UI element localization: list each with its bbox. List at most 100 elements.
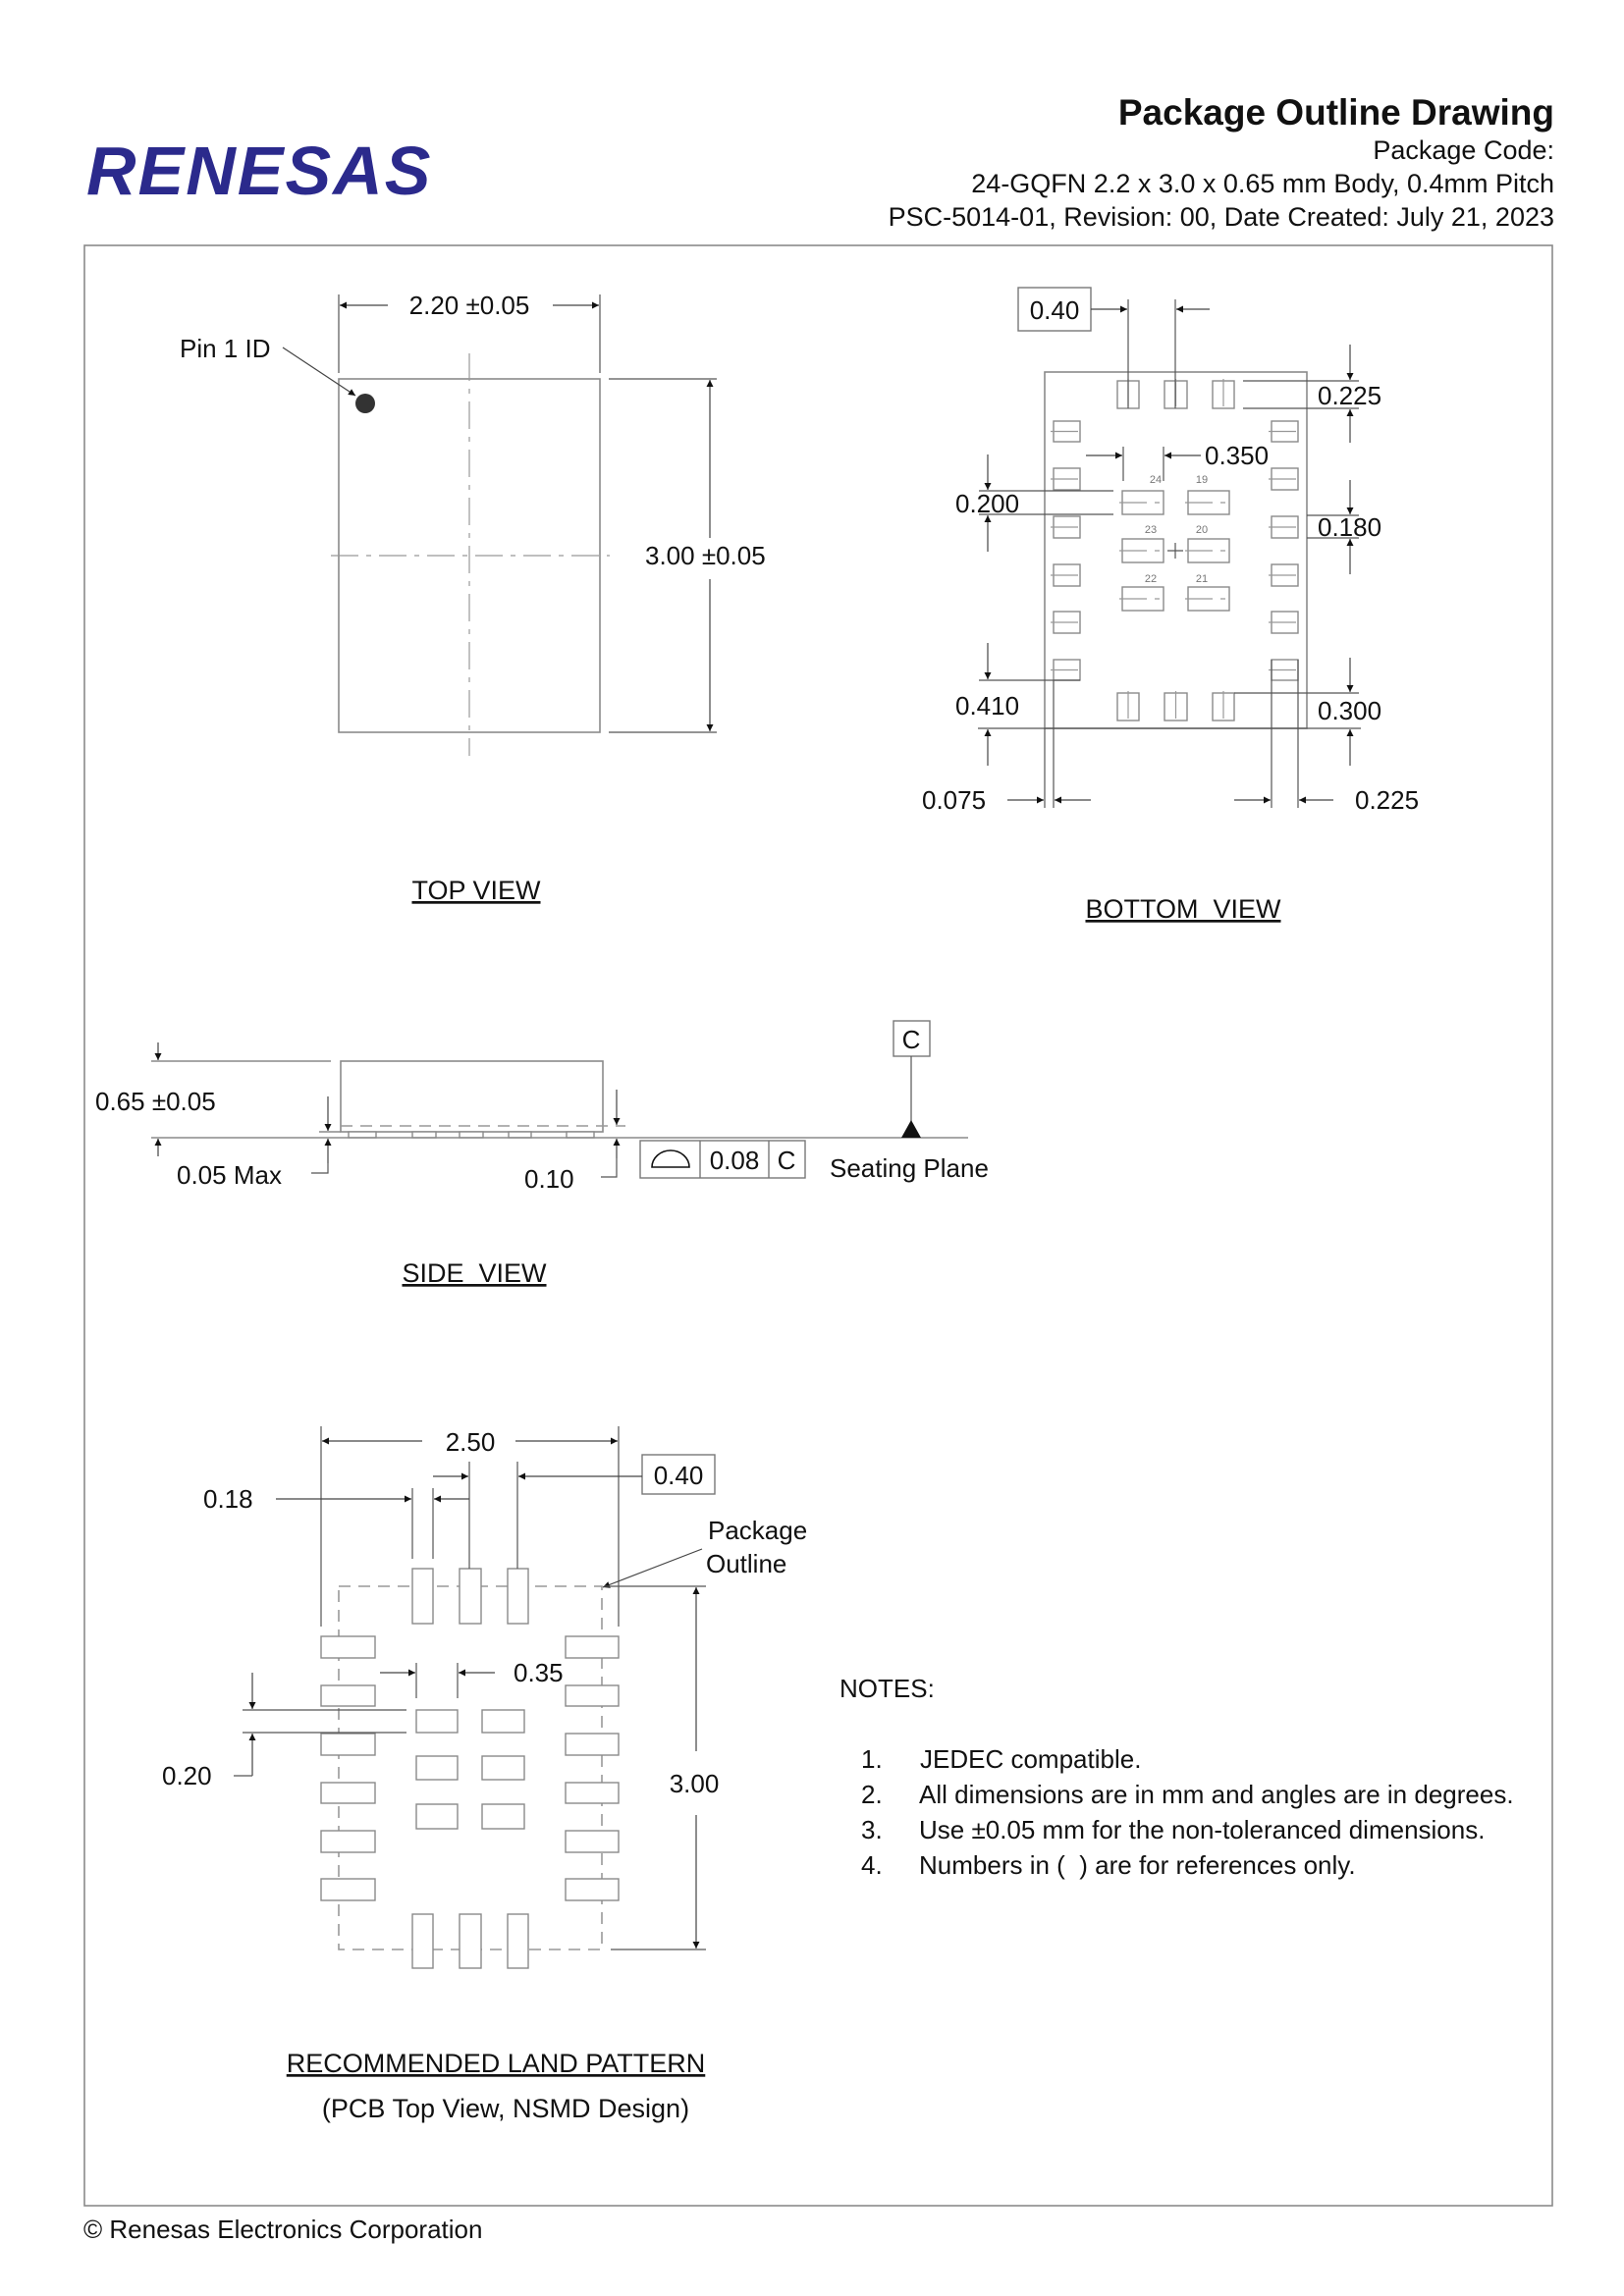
- dim-width: 2.20 ±0.05: [409, 291, 530, 320]
- notes: NOTES: 1. JEDEC compatible. 2. All dimen…: [839, 1674, 1514, 1880]
- land-pad: [411, 1913, 434, 1969]
- note-text: JEDEC compatible.: [920, 1744, 1141, 1774]
- dim-lp-center-gap: 0.35: [514, 1658, 564, 1687]
- package-outline-dashed: [338, 1585, 603, 1950]
- coplanarity-value: 0.08: [710, 1146, 760, 1175]
- land-center-pad: [415, 1803, 459, 1830]
- land-pad: [565, 1733, 620, 1756]
- pin-number: 24: [1150, 474, 1162, 486]
- land-pad: [320, 1635, 376, 1659]
- land-pad: [507, 1913, 529, 1969]
- renesas-logo: RENESAS: [86, 133, 432, 209]
- dim-center-pad-width: 0.200: [955, 489, 1019, 518]
- land-pad: [565, 1635, 620, 1659]
- dim-standoff: 0.05 Max: [177, 1160, 282, 1190]
- side-terminal: [348, 1131, 377, 1139]
- coplanarity-datum: C: [778, 1146, 796, 1175]
- dim-end-offset: 0.410: [955, 691, 1019, 721]
- land-center-pad: [415, 1755, 459, 1781]
- side-view: 0.65 ±0.05 0.05 Max 0.10 0.08 C C Seatin…: [95, 1020, 989, 1288]
- land-pad: [565, 1782, 620, 1804]
- seating-plane-label: Seating Plane: [830, 1153, 989, 1183]
- package-description: 24-GQFN 2.2 x 3.0 x 0.65 mm Body, 0.4mm …: [971, 169, 1554, 198]
- page-title: Package Outline Drawing: [1118, 92, 1554, 133]
- dim-center-gap: 0.350: [1205, 441, 1269, 470]
- land-pad: [507, 1568, 529, 1625]
- note-number: 3.: [861, 1815, 883, 1844]
- dim-side-pad-length: 0.225: [1355, 785, 1419, 815]
- dim-side-pad-width: 0.180: [1318, 512, 1381, 542]
- dim-lp-pad-width: 0.18: [203, 1484, 253, 1514]
- dim-lp-overall-length: 3.00: [670, 1769, 720, 1798]
- pin-number: 22: [1145, 573, 1157, 585]
- top-view: 2.20 ±0.05 Pin 1 ID 3.00 ±0.05 TOP VIEW: [180, 291, 766, 905]
- bottom-view-label: BOTTOM VIEW: [1085, 894, 1281, 924]
- land-pad: [565, 1878, 620, 1901]
- land-pad: [565, 1830, 620, 1853]
- note-text: All dimensions are in mm and angles are …: [919, 1780, 1514, 1809]
- dim-terminal-thickness: 0.10: [524, 1164, 574, 1194]
- pin-number: 19: [1196, 474, 1208, 486]
- document-info: PSC-5014-01, Revision: 00, Date Created:…: [889, 202, 1554, 232]
- note-number: 1.: [861, 1744, 883, 1774]
- land-pattern-label: RECOMMENDED LAND PATTERN: [287, 2049, 706, 2078]
- land-pad: [320, 1684, 376, 1707]
- dim-length: 3.00 ±0.05: [645, 541, 766, 570]
- land-center-pad: [415, 1709, 459, 1734]
- top-view-label: TOP VIEW: [411, 876, 541, 905]
- bottom-view-pads: [1051, 379, 1301, 722]
- land-center-pad: [481, 1755, 525, 1781]
- land-pattern-pads: [320, 1568, 620, 1969]
- dim-overall-width: 2.50: [446, 1427, 496, 1457]
- land-pad: [320, 1830, 376, 1853]
- pin-number: 21: [1196, 573, 1208, 585]
- pin1-dot: [355, 394, 375, 413]
- dim-edge-offset: 0.075: [922, 785, 986, 815]
- coplanarity-frame: 0.08 C: [639, 1140, 806, 1179]
- pin-number: 20: [1196, 524, 1208, 536]
- land-pad: [459, 1568, 482, 1625]
- land-pad: [320, 1878, 376, 1901]
- dim-top-pad-length: 0.225: [1318, 381, 1381, 410]
- side-view-terminals: [348, 1131, 595, 1139]
- header: RENESAS Package Outline Drawing Package …: [86, 92, 1554, 232]
- dim-lp-pitch: 0.40: [654, 1461, 704, 1490]
- note-number: 4.: [861, 1850, 883, 1880]
- drawing-frame: [83, 244, 1553, 2207]
- datum-triangle-icon: [901, 1120, 921, 1138]
- package-code-label: Package Code:: [1373, 135, 1554, 165]
- outline-label-1: Package: [708, 1516, 807, 1545]
- profile-of-surface-icon: [651, 1149, 690, 1168]
- land-center-pad: [481, 1803, 525, 1830]
- land-pattern-sublabel: (PCB Top View, NSMD Design): [322, 2094, 689, 2123]
- land-pad: [320, 1782, 376, 1804]
- bottom-view: 24 19 23 20 22 21 0.40 0.225 0.350 0.200: [922, 287, 1419, 924]
- note-text: Use ±0.05 mm for the non-toleranced dime…: [919, 1815, 1485, 1844]
- dim-height: 0.65 ±0.05: [95, 1087, 216, 1116]
- land-center-pad: [481, 1709, 525, 1734]
- note-number: 2.: [861, 1780, 883, 1809]
- center-cross-icon: [1167, 543, 1183, 559]
- side-terminal: [411, 1131, 437, 1139]
- land-pad: [411, 1568, 434, 1625]
- side-view-label: SIDE VIEW: [402, 1258, 547, 1288]
- pin-number: 23: [1145, 524, 1157, 536]
- dim-lp-center-pad-width: 0.20: [162, 1761, 212, 1790]
- outline-label-2: Outline: [706, 1549, 786, 1578]
- side-terminal: [566, 1131, 595, 1139]
- datum-c-label: C: [902, 1025, 921, 1054]
- note-text: Numbers in ( ) are for references only.: [919, 1850, 1356, 1880]
- side-terminal: [508, 1131, 532, 1139]
- dim-end-pad-offset: 0.300: [1318, 696, 1381, 725]
- land-pad: [459, 1913, 482, 1969]
- dim-pitch: 0.40: [1030, 295, 1080, 325]
- side-terminal: [459, 1131, 484, 1139]
- footer-copyright: © Renesas Electronics Corporation: [83, 2215, 482, 2244]
- package-body-side: [340, 1060, 604, 1133]
- land-pattern: 2.50 0.40 0.18 Package Outline 0.35 0.20: [162, 1426, 807, 2123]
- notes-title: NOTES:: [839, 1674, 935, 1703]
- land-pad: [320, 1733, 376, 1756]
- land-pad: [565, 1684, 620, 1707]
- pin1-label: Pin 1 ID: [180, 334, 271, 363]
